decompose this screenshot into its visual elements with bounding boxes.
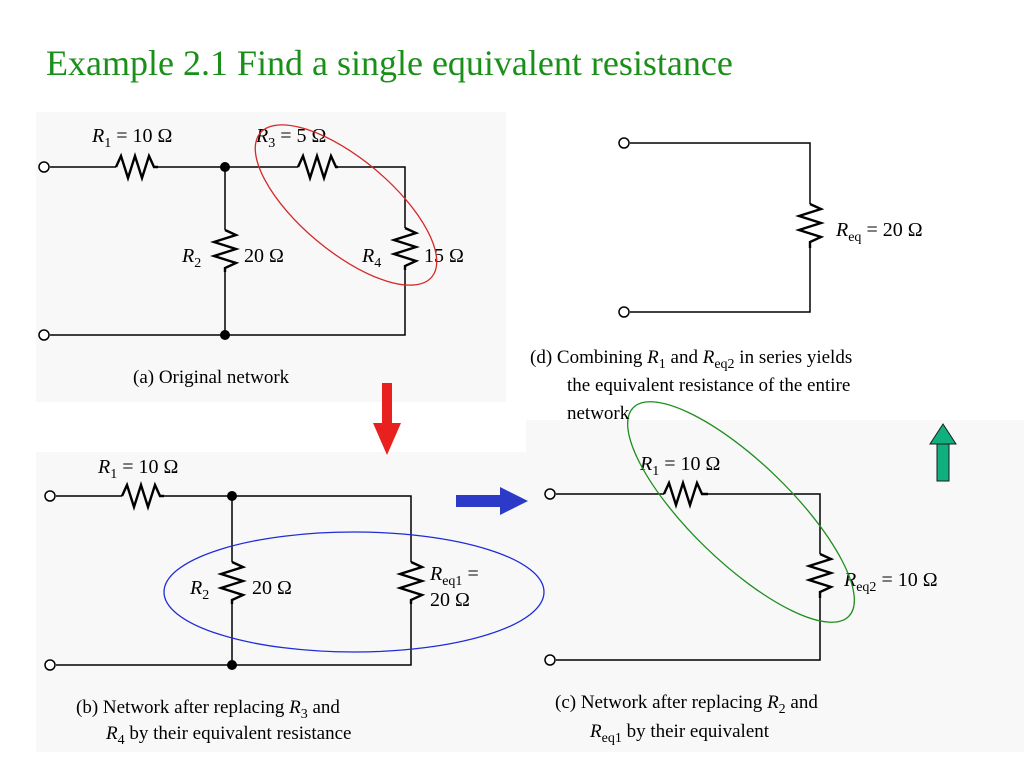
panel-b-bottom-wire <box>56 604 412 666</box>
panel-c-caption-line2: Req1 by their equivalent <box>589 721 770 746</box>
panel-b-node-bottom <box>227 660 237 670</box>
panel-b-terminal-bottom <box>44 659 56 671</box>
panel-a-r3-resistor <box>296 152 338 182</box>
panel-d-caption-line3: network <box>567 403 630 424</box>
panel-c-bottom-wire <box>556 598 821 661</box>
panel-d-terminal-top <box>618 137 630 149</box>
panel-d-caption-line2: the equivalent resistance of the entire <box>567 375 850 396</box>
panel-c-req2-label: Req2 = 10 Ω <box>843 569 938 595</box>
page-title: Example 2.1 Find a single equivalent res… <box>46 43 733 83</box>
panel-a-r2-resistor <box>210 228 240 272</box>
panel-a-r3-label: R3 = 5 Ω <box>255 125 326 151</box>
panel-a-terminal-top <box>38 161 50 173</box>
panel-d-terminal-bottom <box>618 306 630 318</box>
arrow-up-icon <box>929 423 957 482</box>
panel-d-circuit: Req = 20 Ω (d) Combining R1 and Req2 in … <box>530 137 923 424</box>
panel-a-circuit: R1 = 10 Ω R3 = 5 Ω R2 20 Ω R4 15 Ω (a) O… <box>38 124 464 388</box>
panel-a-node-bottom <box>220 330 230 340</box>
panel-d-caption-line1: (d) Combining R1 and Req2 in series yiel… <box>530 347 852 372</box>
panel-a-r4-resistor <box>390 226 420 270</box>
panel-b-top-wire <box>56 495 412 562</box>
panel-a-terminal-bottom <box>38 329 50 341</box>
arrow-down-icon <box>373 383 401 455</box>
panel-b-highlight-ellipse <box>163 531 545 653</box>
panel-b-background <box>36 452 526 752</box>
panel-a-r4-value: 15 Ω <box>424 245 464 267</box>
panel-a-r2-label: R2 <box>181 245 201 271</box>
panel-a-highlight-ellipse <box>254 124 438 286</box>
panel-a-caption: (a) Original network <box>133 367 290 388</box>
panel-b-r2-value: 20 Ω <box>252 577 292 599</box>
panel-b-r2-label: R2 <box>189 577 209 603</box>
panel-a-r2-value: 20 Ω <box>244 245 284 267</box>
panel-d-req-resistor <box>795 202 825 248</box>
panel-b-r1-resistor <box>120 481 164 511</box>
panel-c-highlight-ellipse <box>626 401 856 623</box>
panel-b-req1-value: 20 Ω <box>430 589 470 611</box>
panel-b-caption-line2: R4 by their equivalent resistance <box>105 723 351 748</box>
panel-b-caption-line1: (b) Network after replacing R3 and <box>76 697 340 722</box>
panel-b-circuit: R1 = 10 Ω R2 20 Ω Req1 = 20 Ω (b) Networ… <box>44 456 545 748</box>
panel-a-r1-resistor <box>114 152 158 182</box>
panel-a-background <box>36 112 506 402</box>
panel-d-req-label: Req = 20 Ω <box>835 219 923 245</box>
panel-a-node-top <box>220 162 230 172</box>
panel-c-req2-resistor <box>805 552 835 598</box>
panel-b-r2-resistor <box>217 560 247 604</box>
panel-d-bottom-wire <box>630 248 811 313</box>
panel-b-node-top <box>227 491 237 501</box>
panel-c-circuit: R1 = 10 Ω Req2 = 10 Ω (c) Network after … <box>544 401 938 746</box>
panel-a-r1-label: R1 = 10 Ω <box>91 125 172 151</box>
panel-a-bottom-wire <box>50 270 406 336</box>
panel-c-top-wire <box>556 493 821 554</box>
panel-c-r1-label: R1 = 10 Ω <box>639 453 720 479</box>
panel-c-terminal-bottom <box>544 654 556 666</box>
panel-a-top-wire <box>50 166 406 228</box>
arrow-right-icon <box>456 487 528 515</box>
panel-b-r1-label: R1 = 10 Ω <box>97 456 178 482</box>
panel-c-terminal-top <box>544 488 556 500</box>
panel-b-req1-resistor <box>396 560 426 604</box>
panel-c-caption-line1: (c) Network after replacing R2 and <box>555 692 818 717</box>
panel-b-terminal-top <box>44 490 56 502</box>
panel-d-top-wire <box>630 142 811 204</box>
panel-b-req1-label: Req1 = <box>429 563 479 589</box>
panel-a-r4-label: R4 <box>361 245 381 271</box>
panel-c-r1-resistor <box>662 479 708 509</box>
